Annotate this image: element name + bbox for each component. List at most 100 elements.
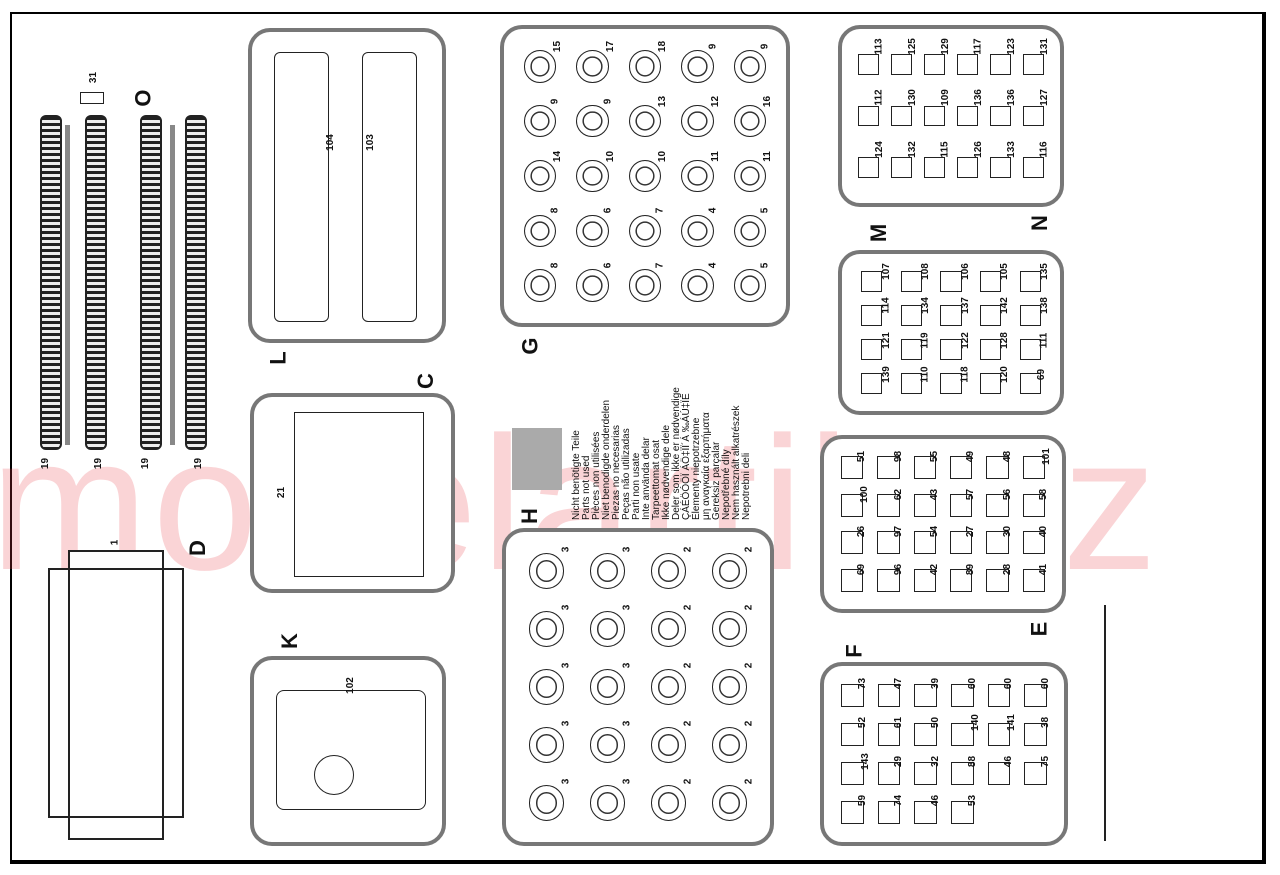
part-number: 75: [1040, 755, 1052, 768]
part-number: 42: [929, 563, 941, 575]
part-shape: [914, 801, 938, 824]
part-shape: [576, 214, 609, 248]
part-number: 1: [109, 539, 121, 546]
part-number: 9: [602, 98, 614, 105]
part-number: 27: [965, 525, 977, 538]
part-number: 19: [193, 457, 205, 470]
part-number: 28: [1001, 563, 1013, 575]
part-number: 9: [706, 43, 718, 50]
part-number: 143: [859, 753, 871, 770]
part-number: 139: [880, 365, 892, 383]
part-number: 2: [682, 778, 694, 785]
part-31-shape: [80, 92, 104, 104]
part-shape: [628, 104, 662, 138]
part-number: 142: [999, 297, 1011, 315]
part-shape: [950, 723, 974, 746]
part-number: 56: [1001, 488, 1013, 500]
part-shape: [650, 727, 687, 763]
sprue-runner: [170, 125, 175, 445]
sprue-letter-n: N: [1026, 215, 1052, 231]
part-shape: [1023, 157, 1044, 178]
part-number: 29: [893, 755, 905, 768]
part-shape: [523, 159, 557, 193]
part-number: 134: [920, 297, 932, 315]
part-shape: [711, 785, 748, 821]
part-shape: [840, 801, 864, 824]
part-shape: [711, 669, 748, 705]
part-number: 11: [709, 150, 721, 162]
part-number: 73: [856, 677, 868, 690]
part-number: 53: [966, 794, 978, 807]
part-number: 105: [999, 263, 1011, 280]
part-shape: [979, 339, 1002, 361]
part-number: 26: [856, 525, 868, 538]
part-shape: [1019, 373, 1041, 395]
sprue-letter-g: G: [517, 337, 543, 355]
part-number: 5: [759, 208, 771, 214]
part-shape: [877, 456, 900, 479]
part-number: 69: [856, 563, 868, 575]
part-number: 121: [880, 331, 892, 349]
part-shape: [840, 762, 864, 785]
part-shape: [628, 50, 662, 83]
part-shape: [940, 373, 962, 395]
part-number: 61: [893, 716, 905, 729]
part-number: 113: [873, 38, 885, 55]
part-number: 138: [1038, 297, 1050, 315]
part-number: 119: [919, 331, 931, 349]
part-shape: [957, 157, 978, 178]
part-number: 19: [93, 457, 105, 470]
part-shape: [913, 456, 937, 479]
part-shape: [650, 669, 687, 705]
part-shape: [523, 50, 557, 83]
part-shape: [986, 531, 1009, 554]
part-shape: [949, 568, 973, 592]
part-shape: [1019, 304, 1041, 326]
part-number: 60: [1003, 677, 1015, 690]
part-number: 51: [856, 450, 868, 463]
part-shape: [914, 723, 938, 746]
part-number: 17: [604, 40, 616, 53]
part-shape: [914, 684, 938, 707]
part-shape: [950, 801, 974, 824]
part-shape: [681, 50, 714, 83]
part-number: 111: [1038, 332, 1050, 348]
part-shape: [1019, 339, 1041, 361]
part-number: 4: [706, 262, 718, 269]
part-shape: [523, 104, 557, 138]
part-number: 102: [344, 677, 356, 694]
part-number: 3: [621, 604, 633, 611]
part-shape: [576, 50, 609, 83]
part-shape: [840, 568, 864, 592]
part-shape: [949, 493, 973, 517]
part-number: 107: [880, 263, 892, 280]
part-shape: [528, 611, 565, 647]
part-number: 2: [743, 778, 755, 785]
part-shape: [576, 269, 609, 302]
part-shape: [949, 456, 973, 479]
part-number: 133: [1005, 140, 1017, 158]
sprue-letter-f: F: [841, 644, 867, 658]
part-shape: [979, 304, 1002, 326]
part-shape: [891, 157, 912, 178]
part-shape: [877, 493, 900, 517]
hull-side-103: [362, 52, 417, 322]
part-shape: [861, 373, 883, 395]
part-shape: [986, 568, 1009, 592]
part-shape: [900, 270, 923, 292]
track-part: [140, 115, 162, 450]
sprue-letter-k: K: [276, 633, 302, 649]
hull-top-21: [294, 412, 424, 577]
part-number: 9: [549, 98, 561, 105]
hatch-ring: [314, 755, 354, 795]
part-number: 3: [560, 720, 572, 727]
part-shape: [681, 214, 714, 248]
part-shape: [733, 159, 767, 193]
part-number: 123: [1005, 38, 1017, 55]
part-number: 2: [743, 662, 755, 669]
part-number: 46: [930, 794, 942, 807]
part-number: 128: [999, 331, 1011, 349]
part-shape: [1023, 54, 1044, 75]
